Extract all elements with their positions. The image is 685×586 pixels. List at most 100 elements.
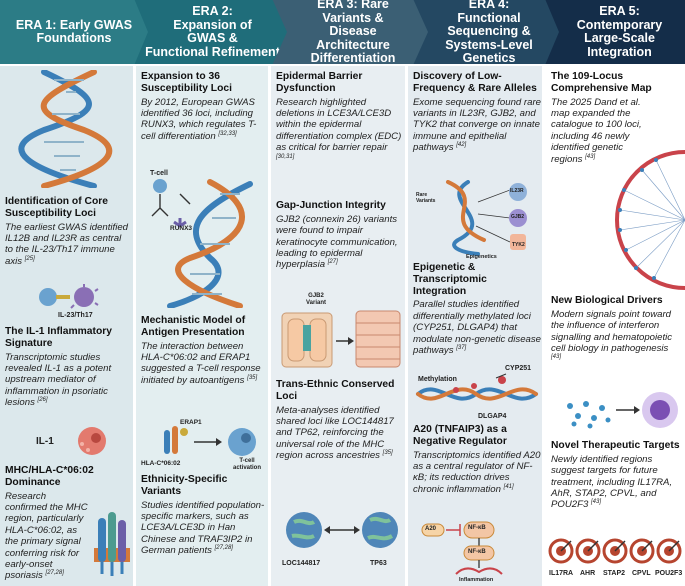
hla-receptor-icon (94, 512, 130, 576)
erap1-label: ERAP1 (180, 419, 202, 426)
conserved-loci-globes (286, 512, 398, 548)
il1-label: IL-1 (36, 436, 54, 447)
era4-epigenetic: Epigenetic & Transcriptomic Integration … (413, 262, 541, 356)
era2-header-line3: GWAS & (187, 31, 238, 45)
era4-a20-title: A20 (TNFAIP3) as a Negative Regulator (413, 424, 507, 447)
era2-mechanistic-model: Mechanistic Model of Antigen Presentatio… (141, 315, 265, 386)
gjb2-label: GJB2 (308, 293, 324, 299)
runx3-dna-illustration (151, 179, 253, 308)
nfkb-label-top: NF-κB (468, 525, 486, 531)
a20-nfkb-pathway-diagram (421, 521, 503, 575)
antigen-presentation-icon (164, 426, 256, 456)
era4-header-line3: Sequencing & (447, 24, 531, 39)
era2-ethnicity-title: Ethnicity-Specific Variants (141, 474, 228, 497)
era2-mechanistic-body: The interaction between HLA-C*06:02 and … (141, 340, 261, 386)
il23-th17-label: IL-23/Th17 (58, 312, 93, 319)
era2-header-line1: ERA 2: (192, 4, 233, 18)
target-label-il17ra: IL17RA (549, 570, 574, 577)
era3-trans-ref: [35] (382, 450, 393, 457)
era4-epigenetic-body: Parallel studies identified differential… (413, 299, 542, 357)
era3-gap-junction: Gap-Junction Integrity GJB2 (connexin 26… (276, 200, 402, 271)
tyk2-gene-label: TYK2 (512, 242, 525, 248)
target-icons (548, 538, 682, 564)
rare-variants-illustration (446, 180, 527, 256)
locus-map-circle-illustration (615, 150, 685, 290)
interferon-hematopoietic-illustration (567, 392, 678, 429)
era4-column (408, 66, 542, 586)
era3-gap-ref: [27] (327, 259, 338, 266)
target-label-cpvl: CPVL (632, 570, 651, 577)
era4-a20-ref: [41] (503, 483, 514, 490)
era3-gap-body: GJB2 (connexin 26) variants were found t… (276, 213, 398, 271)
era4-header-line4: Systems-Level Genetics (445, 37, 533, 66)
era2-expansion-body: By 2012, European GWAS identified 36 loc… (141, 96, 257, 142)
era4-a20-body: Transcriptomics identified A20 as a cent… (413, 449, 541, 495)
era4-header-line2: Functional (457, 10, 521, 25)
era2-expansion: Expansion to 36 Susceptibility Loci By 2… (141, 71, 265, 142)
era1-header-line1: ERA 1: Early GWAS (15, 17, 133, 32)
era4-rare-title: Discovery of Low-Frequency & Rare Allele… (413, 71, 537, 94)
era2-column (136, 66, 268, 586)
era2-mechanistic-ref: [35] (247, 374, 258, 381)
era1-il1-body: Transcriptomic studies revealed IL-1 as … (5, 351, 112, 409)
era5-header-line4: Integration (587, 44, 652, 59)
il23r-gene-label: IL23R (510, 188, 524, 194)
era5-header-line3: Large-Scale (584, 31, 655, 45)
era2-expansion-title: Expansion to 36 Susceptibility Loci (141, 71, 232, 94)
epigenetics-label: Epigenetics (466, 254, 497, 260)
target-label-ahr: AHR (580, 570, 596, 577)
era3-barrier-ref: [30,31] (276, 153, 295, 160)
era5-map-title: The 109-Locus Comprehensive Map (551, 71, 652, 94)
era4-rare-ref: [42] (456, 142, 467, 149)
era1-header-line2: Foundations (36, 31, 112, 45)
tp63-label: TP63 (370, 560, 387, 567)
era1-mhc-body: Research confirmed the MHC region, parti… (5, 490, 88, 582)
era5-map-body: The 2025 Dand et al. map expanded the ca… (551, 96, 642, 165)
target-label-stap2: STAP2 (603, 570, 626, 577)
era5-biological-drivers: New Biological Drivers Modern signals po… (551, 295, 681, 366)
era4-header-line1: ERA 4: (468, 0, 510, 12)
tcell-activation-label: T-cell activation (232, 458, 261, 471)
era1-mhc-dominance: MHC/HLA-C*06:02 Dominance Research confi… (5, 465, 129, 582)
target-label-pou2f3: POU2F3 (655, 570, 683, 577)
era4-rare-alleles: Discovery of Low-Frequency & Rare Allele… (413, 71, 541, 154)
era3-trans-ethnic: Trans-Ethnic Conserved Loci Meta-analyse… (276, 379, 402, 462)
era5-targets-body: Newly identified regions suggest targets… (551, 453, 673, 511)
era1-core-loci-body: The earliest GWAS identified IL12B and I… (5, 221, 128, 267)
era2-ethnicity-ref: [27,28] (214, 545, 233, 552)
era2-header-line2: Expansion of (173, 17, 252, 32)
era5-targets-ref: [43] (591, 499, 602, 506)
era5-header-line2: Contemporary (576, 17, 663, 32)
era3-header-line4: Architecture Differentiation (310, 37, 396, 66)
era4-rare-body: Exome sequencing found rare variants in … (413, 96, 541, 154)
era2-ethnicity-variants: Ethnicity-Specific Variants Studies iden… (141, 474, 265, 557)
era3-trans-title: Trans-Ethnic Conserved Loci (276, 379, 395, 402)
era4-epigenetic-title: Epigenetic & Transcriptomic Integration (413, 262, 487, 297)
era4-a20: A20 (TNFAIP3) as a Negative Regulator Tr… (413, 424, 541, 495)
era5-drivers-body: Modern signals point toward the influenc… (551, 308, 673, 355)
runx3-label: RUNX3 (170, 225, 193, 232)
era5-locus-map: The 109-Locus Comprehensive Map The 2025… (551, 71, 652, 165)
variant-label: Variant (306, 300, 327, 306)
il23-th17-cell-icon (39, 284, 99, 309)
era5-map-ref: [43] (585, 153, 596, 160)
era3-barrier-body: Research highlighted deletions in LCE3A/… (276, 96, 402, 154)
a20-label: A20 (425, 526, 437, 532)
era2-header-line4: Functional Refinement (145, 44, 280, 59)
gjb2-gene-label: GJB2 (511, 214, 525, 220)
era1-il1-signature: The IL-1 Inflammatory Signature Transcri… (5, 326, 129, 409)
hla-c0602-label: HLA-C*06:02 (141, 460, 181, 467)
nfkb-label-bottom: NF-κB (468, 549, 486, 555)
era5-drivers-title: New Biological Drivers (551, 295, 663, 306)
gap-junction-illustration (281, 310, 401, 368)
era3-header-line3: Disease (329, 24, 377, 39)
era1-core-loci-ref: [25] (24, 255, 35, 262)
dna-helix-illustration (18, 70, 113, 188)
era5-targets-title: Novel Therapeutic Targets (551, 440, 680, 451)
era5-drivers-ref: [43] (551, 354, 562, 361)
